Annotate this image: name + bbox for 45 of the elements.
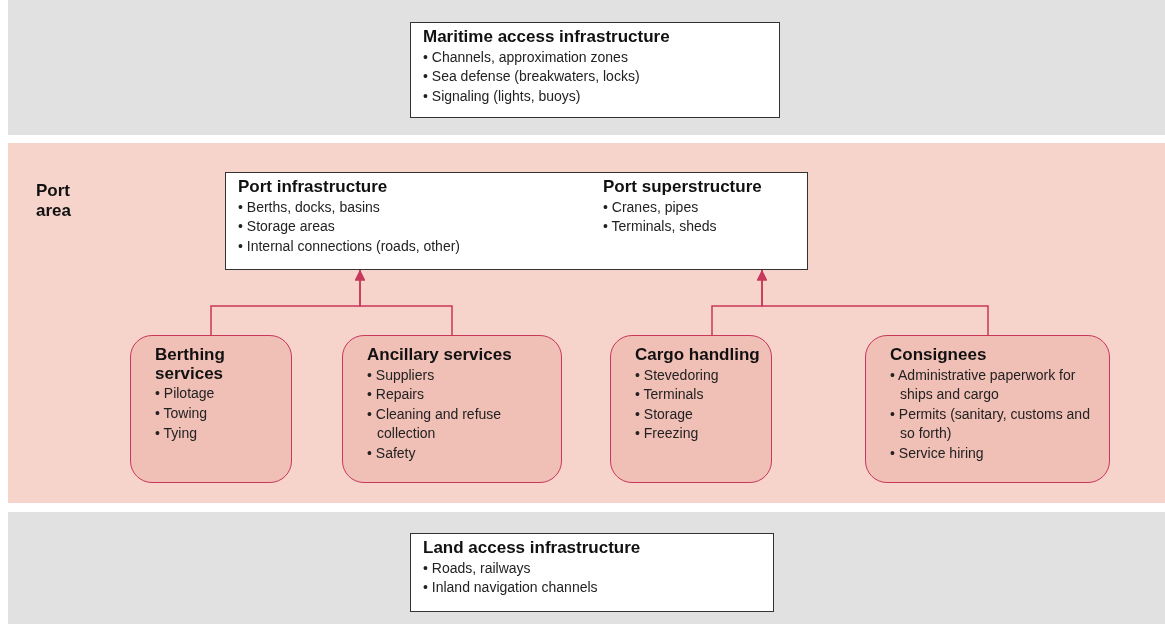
connector-arrow [756,269,989,336]
bullet-item: • Signaling (lights, buoys) [423,86,582,106]
bullet-item: • Cleaning and refuse collection [367,404,503,444]
service-box [342,335,562,483]
bullet-item: • Stevedoring [635,365,720,385]
background-band [8,0,1165,135]
bullet-item: • Safety [367,444,417,464]
heading: Port superstructure [603,178,763,197]
bullet-item: • Cranes, pipes [603,197,700,217]
bullet-item: • Permits (sanitary, customs and so forth) [890,404,1091,444]
content-box [225,172,808,270]
heading: Ancillary services [367,346,513,365]
heading: Maritime access infrastructure [423,28,671,47]
bullet-item: • Terminals [635,385,705,405]
heading: Consignees [890,346,988,365]
bullet-item: • Tying [155,423,198,443]
bullet-item: • Berths, docks, basins [238,197,381,217]
bullet-item: • Roads, railways [423,558,532,578]
bullet-item: • Inland navigation channels [423,578,599,598]
bullet-item: • Terminals, sheds [603,217,718,237]
bullet-item: • Freezing [635,424,700,444]
heading: Port infrastructure [238,178,389,197]
bullet-item: • Storage [635,404,694,424]
bullet-item: • Internal connections (roads, other) [238,236,462,256]
content-box [410,533,774,612]
bullet-item: • Suppliers [367,365,436,385]
bullet-item: • Towing [155,403,209,423]
area-title: Port area [36,181,72,222]
bullet-item: • Service hiring [890,444,985,464]
service-box [130,335,292,483]
area-band [8,143,1165,503]
bullet-item: • Pilotage [155,384,216,404]
heading: Berthing services [155,346,226,384]
connector-arrow [354,269,453,336]
service-box [610,335,772,483]
bullet-item: • Repairs [367,385,426,405]
background-band [8,512,1165,624]
heading: Land access infrastructure [423,539,642,558]
content-box [410,22,780,118]
bullet-item: • Sea defense (breakwaters, locks) [423,67,641,87]
bullet-item: • Storage areas [238,217,336,237]
bullet-item: • Administrative paperwork for ships and cargo [890,365,1077,405]
service-box [865,335,1110,483]
heading: Cargo handling [635,346,761,365]
bullet-item: • Channels, approximation zones [423,47,629,67]
